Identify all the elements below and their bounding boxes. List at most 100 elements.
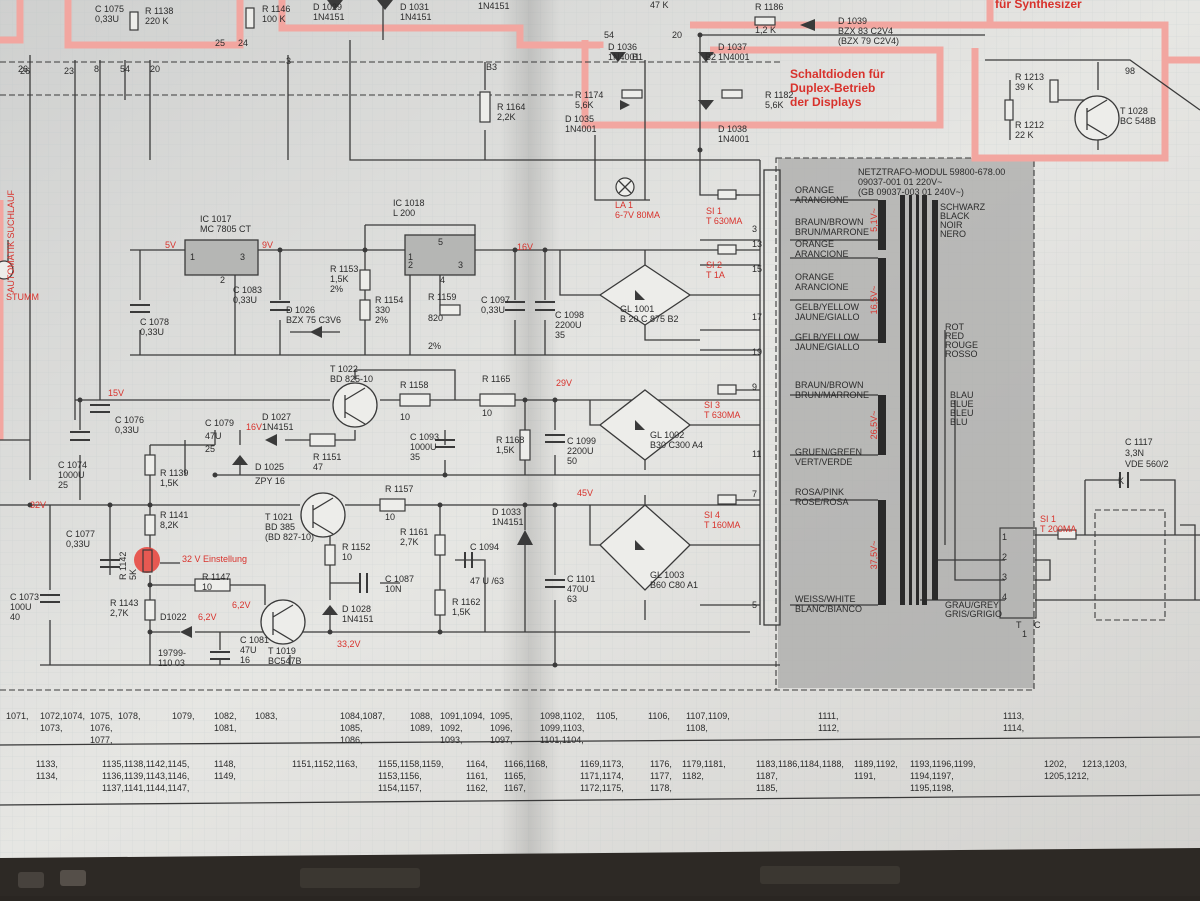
c1083-label: 0,33U — [233, 295, 257, 305]
pin-98: 98 — [1125, 66, 1135, 76]
gl1002-label: GL 1002 — [650, 430, 684, 440]
c1073-label: 40 — [10, 612, 20, 622]
c1081-label: 47U — [240, 645, 257, 655]
connector-pin: 13 — [752, 239, 762, 249]
r1139-label: 1,5K — [160, 478, 179, 488]
c1097-label: C 1097 — [481, 295, 510, 305]
c1093-label: C 1093 — [410, 432, 439, 442]
r1151-label: R 1151 — [313, 452, 341, 462]
d1037-label: 1N4001 — [718, 52, 750, 62]
lamp-label: 6-7V 80MA — [615, 210, 660, 220]
connector-pin: 3 — [752, 224, 757, 234]
r1141-label: R 1141 — [160, 510, 188, 520]
adjust-point-highlight — [134, 547, 160, 573]
c1073-label: C 1073 — [10, 592, 39, 602]
pin-number: 23 — [64, 66, 74, 76]
c1094-label: C 1094 — [470, 542, 499, 552]
table-cell: 1112, — [818, 723, 839, 733]
r1157-label: 10 — [385, 512, 395, 522]
primary-wire: BLAU — [950, 390, 974, 400]
d1037-label: D 1037 — [718, 42, 747, 52]
primary-wire: RED — [945, 331, 965, 341]
primary-wire: BLEU — [950, 408, 974, 418]
duplex-note: Duplex-Betrieb — [790, 81, 875, 95]
primary-wire: NOIR — [940, 220, 963, 230]
r1154-label: 2% — [375, 315, 388, 325]
table-cell: 1194,1197, — [910, 771, 954, 781]
r1146-label: 100 K — [262, 14, 286, 24]
r1158-label: R 1158 — [400, 380, 428, 390]
table-cell: 1096, — [490, 723, 513, 733]
r1151-label: 47 — [313, 462, 323, 472]
transformer-pin: 1 — [1002, 532, 1007, 542]
gl1002-label: B30 C300 A4 — [650, 440, 703, 450]
primary-wire: GRAU/GREY — [945, 600, 999, 610]
secondary-voltage: 37,5V~ — [869, 541, 879, 570]
c1087-label: C 1087 — [385, 574, 414, 584]
transformer-pin: 2 — [1002, 552, 1007, 562]
adjust-note: 32 V Einstellung — [182, 554, 247, 564]
connector-pin: 17 — [752, 312, 762, 322]
d1038-label: 1N4001 — [718, 134, 750, 144]
d1029-label: 1N4151 — [313, 12, 345, 22]
r1142-label: R 1142 — [118, 552, 128, 580]
transformer-pin: C — [1034, 620, 1041, 630]
r1213-label: 39 K — [1015, 82, 1034, 92]
part-number: 19799- — [158, 648, 186, 658]
r1159-label: 2% — [428, 341, 441, 351]
t1022-label: T 1022 — [330, 364, 358, 374]
c1099-label: 2200U — [567, 446, 594, 456]
transformer-pin: 1 — [1022, 629, 1027, 639]
c1098-label: 2200U — [555, 320, 582, 330]
voltage-6v2-b: 6,2V — [232, 600, 251, 610]
r1153-label: 2% — [330, 284, 343, 294]
table-cell: 1084,1087, — [340, 711, 385, 721]
wire-color: GELB/YELLOW — [795, 332, 860, 342]
connector-pin: 19 — [752, 347, 762, 357]
c1073-label: 100U — [10, 602, 32, 612]
pin-number: 20 — [672, 30, 682, 40]
r1143-label: 2,7K — [110, 608, 129, 618]
primary-wire: BLUE — [950, 399, 974, 409]
table-cell: 1077, — [90, 735, 113, 745]
gl1003-label: GL 1003 — [650, 570, 684, 580]
voltage-9v: 9V — [262, 240, 273, 250]
fuse-rating: T 630MA — [704, 410, 740, 420]
r1139-label: R 1139 — [160, 468, 188, 478]
ic-pin-number: 3 — [458, 260, 463, 270]
r1152-label: 10 — [342, 552, 352, 562]
primary-wire: ROT — [945, 322, 965, 332]
d1036-label: D 1036 — [608, 42, 637, 52]
primary-wire: BLACK — [940, 211, 970, 221]
table-cell: 1099,1103, — [540, 723, 584, 733]
ic1018-label: IC 1018 — [393, 198, 425, 208]
wire-color: BRUN/MARRONE — [795, 390, 869, 400]
table-cell: 1202, — [1044, 759, 1067, 769]
wire-color: GELB/YELLOW — [795, 302, 860, 312]
c1093-label: 35 — [410, 452, 420, 462]
d1030-label: 1N4151 — [478, 1, 510, 11]
d1028-label: 1N4151 — [342, 614, 374, 624]
primary-wire: GRIS/GRIGIO — [945, 609, 1002, 619]
voltage-15v: 15V — [108, 388, 124, 398]
voltage-5v: 5V — [165, 240, 176, 250]
voltage-16v-b: 16V — [246, 422, 262, 432]
d1035-label: D 1035 — [565, 114, 594, 124]
c1074-label: C 1074 — [58, 460, 87, 470]
table-cell: 1148, — [214, 759, 236, 769]
pin-number: 3 — [286, 56, 291, 66]
pink-boundary-lines — [0, 0, 1200, 440]
synthesizer-note: für Synthesizer — [995, 0, 1082, 11]
table-cell: 1097, — [490, 735, 513, 745]
r1186-label: 1,2 K — [755, 25, 776, 35]
table-cell: 1185, — [756, 783, 778, 793]
table-cell: 1105, — [596, 711, 618, 721]
d1025-label: ZPY 16 — [255, 476, 285, 486]
t1021-label: T 1021 — [265, 512, 293, 522]
r1168-label: 1,5K — [496, 445, 515, 455]
part-number: 110 03 — [158, 658, 185, 668]
r1153-label: 1,5K — [330, 274, 349, 284]
table-cell: 1093, — [440, 735, 463, 745]
d1028-label: D 1028 — [342, 604, 371, 614]
